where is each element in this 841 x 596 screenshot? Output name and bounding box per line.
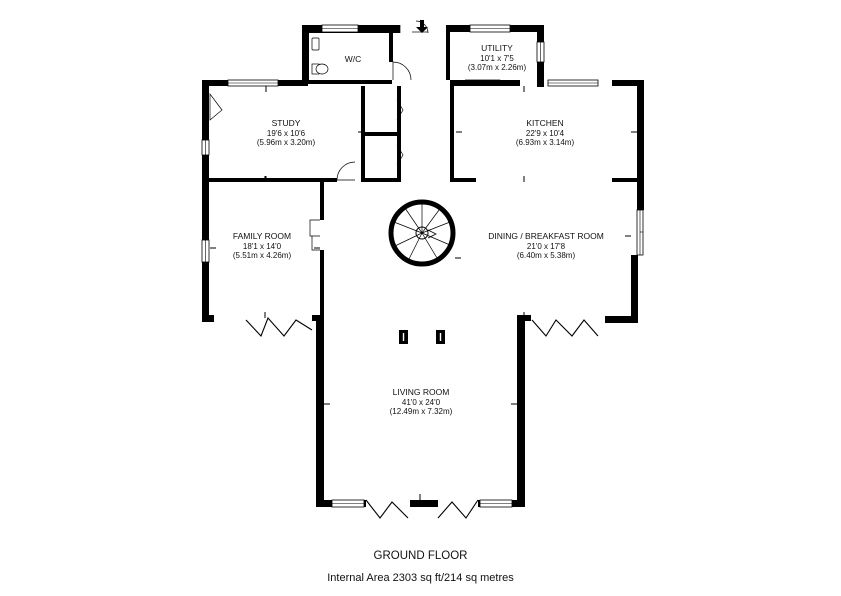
internal-area-text: Internal Area 2303 sq ft/214 sq metres <box>327 572 514 584</box>
family-room-dim-metric: (5.51m x 4.26m) <box>233 251 292 260</box>
utility-dim-metric: (3.07m x 2.26m) <box>468 63 527 72</box>
living-room-name: LIVING ROOM <box>393 387 450 397</box>
study-cupboard-wall <box>361 132 399 136</box>
dining-name: DINING / BREAKFAST ROOM <box>488 231 604 241</box>
study-bottom-wall <box>202 178 337 182</box>
study-dim-metric: (5.96m x 3.20m) <box>257 138 316 147</box>
kitchen-top-wall-left <box>450 80 520 86</box>
study-door <box>336 161 356 181</box>
utility-dim-imperial: 10'1 x 7'5 <box>480 54 514 63</box>
wc-left-wall <box>302 25 309 83</box>
living-room-dim-imperial: 41'0 x 24'0 <box>402 398 441 407</box>
cupboard-door-1 <box>396 99 404 121</box>
family-bifold <box>245 316 313 338</box>
wc-label: W/C <box>345 54 362 64</box>
wc-bottom-wall <box>302 80 392 84</box>
hall-wall <box>397 86 401 182</box>
living-right-wall <box>517 315 525 507</box>
dining-dim-imperial: 21'0 x 17'8 <box>527 242 566 251</box>
kitchen-top-wall-right <box>612 80 644 86</box>
study-name: STUDY <box>272 118 301 128</box>
room-labels: W/C UTILITY 10'1 x 7'5 (3.07m x 2.26m) S… <box>233 43 604 416</box>
utility-door <box>465 79 501 86</box>
living-top-left-stub <box>312 315 324 321</box>
tick-marks <box>210 86 637 500</box>
doors <box>209 20 501 251</box>
family-left-wall-base <box>202 315 214 322</box>
wc-door <box>392 61 412 81</box>
dining-right-wall <box>631 255 638 323</box>
study-dim-imperial: 19'6 x 10'6 <box>267 129 306 138</box>
family-room-dim-imperial: 18'1 x 14'0 <box>243 242 282 251</box>
window-glazing-lines <box>205 28 643 504</box>
vent-details <box>402 333 442 341</box>
kitchen-bottom-wall-right <box>612 178 638 182</box>
utility-left-wall <box>446 30 450 80</box>
living-bifold-left <box>365 499 409 519</box>
wc-right-wall <box>389 30 393 62</box>
dining-dim-metric: (6.40m x 5.38m) <box>517 251 576 260</box>
living-bifold-right <box>437 499 479 519</box>
kitchen-name: KITCHEN <box>526 118 563 128</box>
kitchen-bottom-wall <box>450 178 476 182</box>
bifold-doors <box>245 316 599 519</box>
dining-bifold <box>531 319 599 337</box>
living-room-dim-metric: (12.49m x 7.32m) <box>390 407 453 416</box>
spiral-staircase-icon <box>388 199 456 267</box>
family-door <box>309 219 320 251</box>
study-left-wall <box>202 80 209 180</box>
dining-bottom-right <box>605 316 638 323</box>
living-bottom-mid <box>410 500 438 507</box>
kitchen-dim-imperial: 22'9 x 10'4 <box>526 129 565 138</box>
living-left-wall <box>316 315 324 507</box>
kitchen-dim-metric: (6.93m x 3.14m) <box>516 138 575 147</box>
dining-right-wall-2 <box>637 180 643 210</box>
study-cupboard-wall-2 <box>361 178 399 182</box>
family-room-name: FAMILY ROOM <box>233 231 291 241</box>
family-right-wall-2 <box>320 250 324 316</box>
kitchen-right-wall <box>637 80 644 210</box>
kitchen-left-wall <box>450 86 454 182</box>
floor-title: GROUND FLOOR <box>373 550 468 562</box>
utility-name: UTILITY <box>481 43 513 53</box>
down-arrow-icon <box>416 20 428 33</box>
family-right-wall <box>320 180 324 220</box>
study-corner-door <box>209 92 223 121</box>
toilet-icon <box>311 37 329 75</box>
cupboard-door-2 <box>396 144 404 166</box>
